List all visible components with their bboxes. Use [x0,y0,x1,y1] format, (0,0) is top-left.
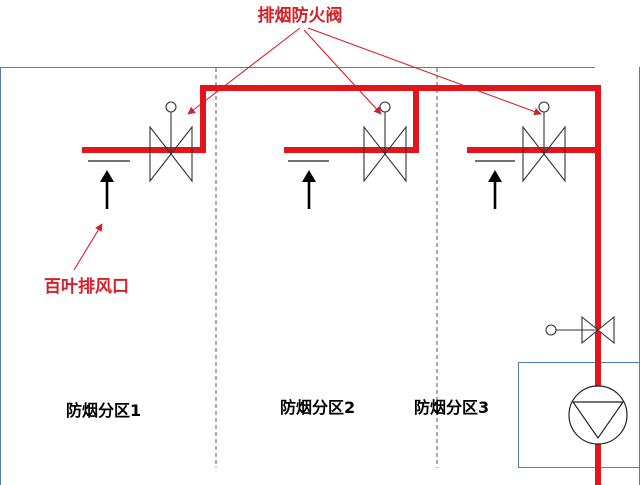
callout-arrows [73,27,542,271]
branch-duct-zone2 [284,88,419,153]
zone-2-label: 防烟分区2 [280,398,355,417]
zone-3-label: 防烟分区3 [414,398,489,417]
exhaust-fan-icon [568,385,628,445]
damper-callout-arrow [303,29,382,115]
damper-callout-label: 排烟防火阀 [258,5,343,26]
exhaust-ducts [82,85,601,485]
zone-separators [215,68,438,468]
main-duct [200,85,601,485]
damper-callout-arrow [307,27,542,116]
louver-callout-arrow [73,223,103,271]
up-arrow-icon [302,170,316,209]
main-duct-damper-icon [545,315,615,345]
louver-callout-label: 百叶排风口 [44,276,129,297]
airflow-arrows [100,170,502,209]
dampers [149,101,566,183]
damper-callout-arrow [187,27,301,115]
fire-smoke-damper-icon [149,101,193,183]
up-arrow-icon [100,170,114,209]
fire-smoke-damper-icon [522,101,566,183]
fire-smoke-damper-icon [363,101,407,183]
up-arrow-icon [488,170,502,209]
zone-1-label: 防烟分区1 [66,401,141,420]
